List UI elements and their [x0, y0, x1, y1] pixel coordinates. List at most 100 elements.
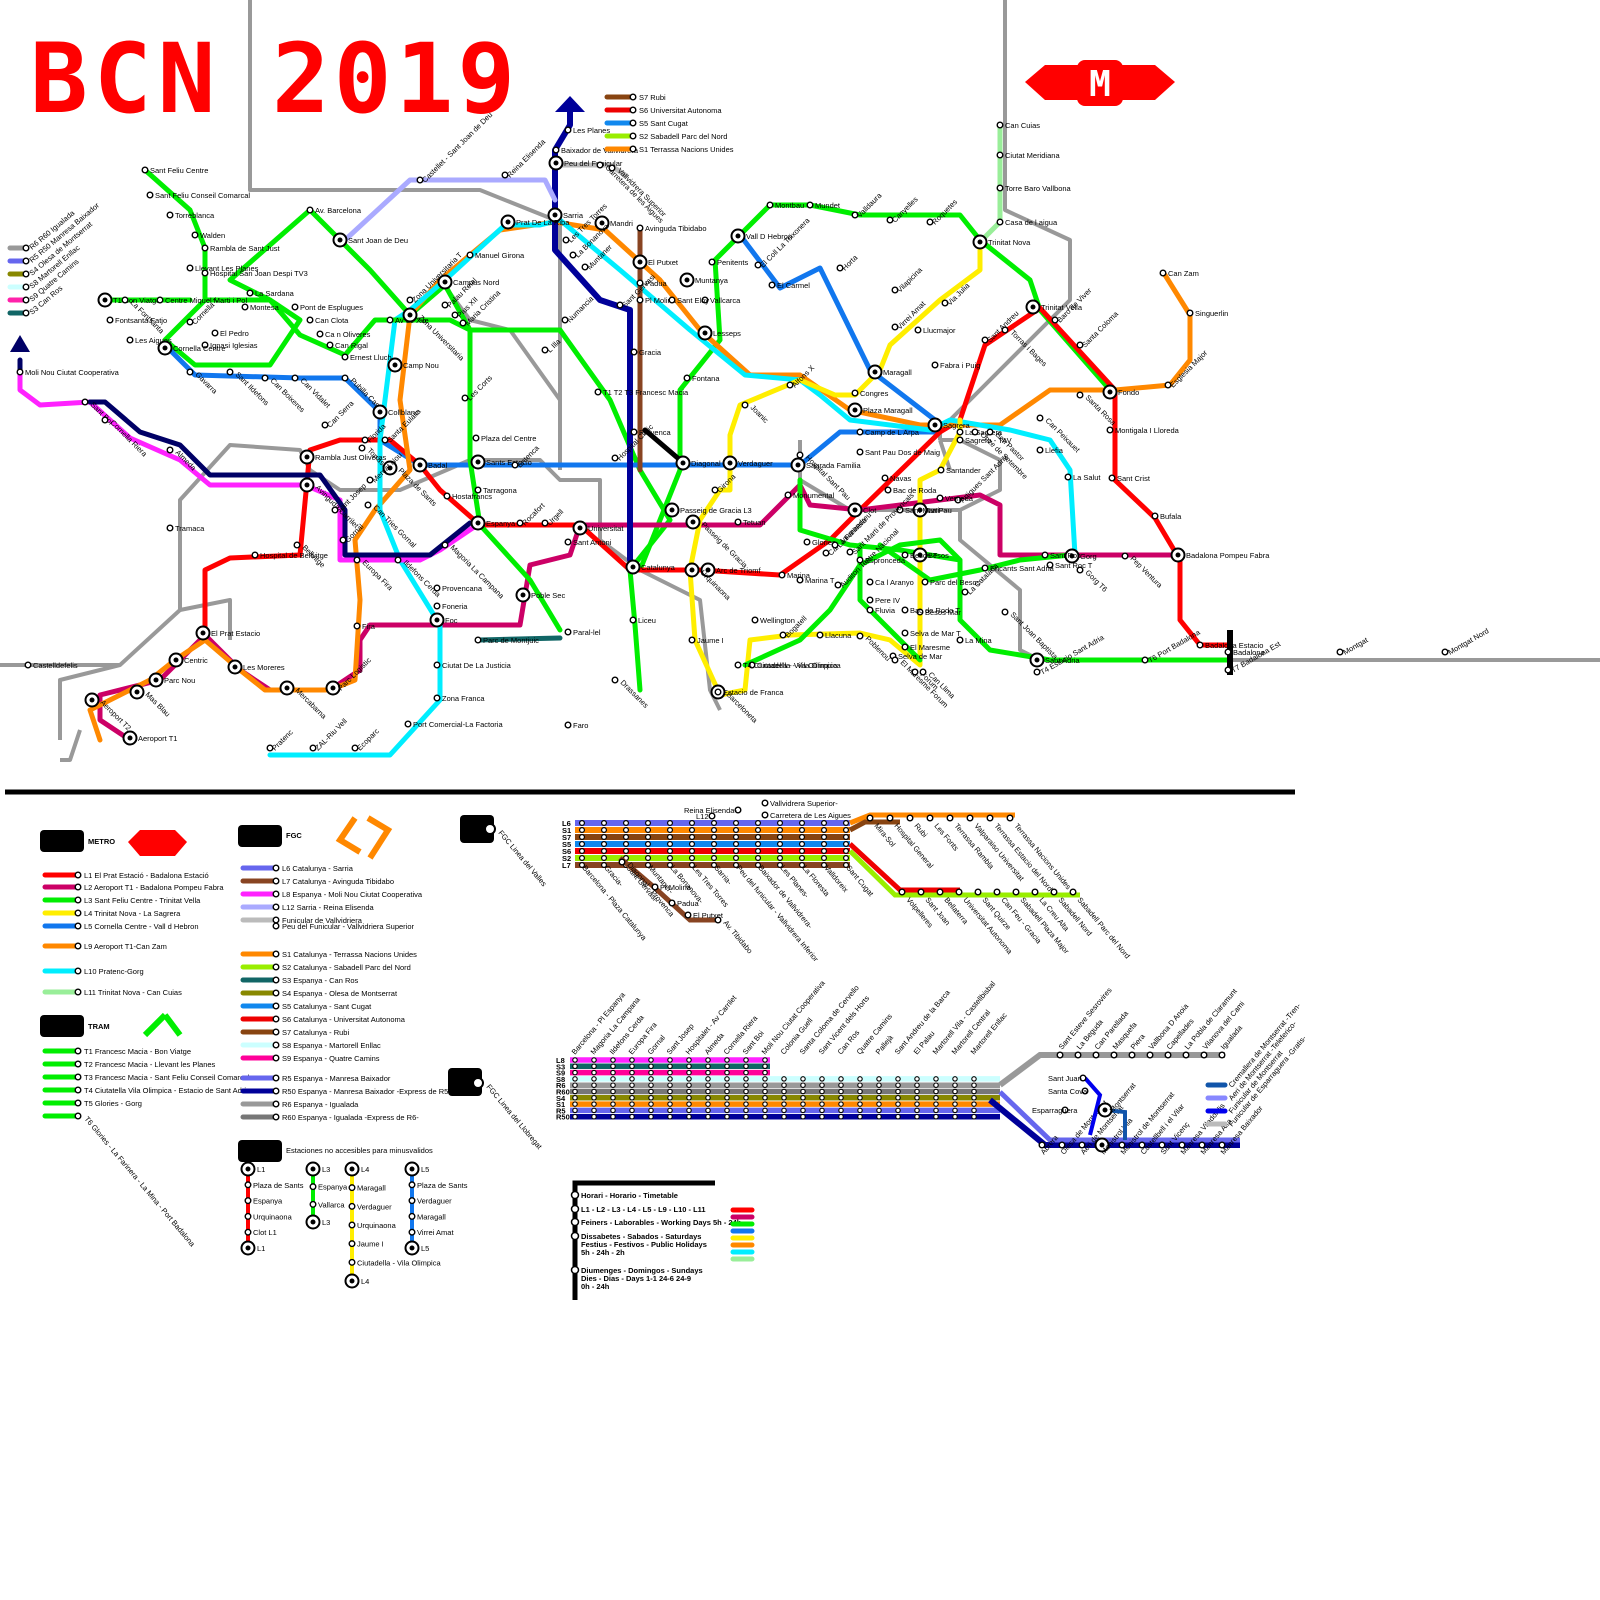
station-dot-icon[interactable]	[591, 1113, 597, 1120]
station[interactable]: Foneria	[433, 602, 468, 611]
station-dot-icon[interactable]	[331, 506, 339, 514]
station-dot-icon[interactable]	[106, 316, 114, 324]
station-dot-icon[interactable]	[686, 1101, 692, 1107]
station[interactable]: El Putxet	[632, 254, 679, 270]
station-dot-icon[interactable]	[629, 1069, 635, 1076]
station-dot-icon[interactable]	[743, 1101, 749, 1107]
station-dot-icon[interactable]	[306, 316, 314, 324]
station-dot-icon[interactable]	[644, 854, 651, 861]
station[interactable]: Estacio de Franca	[714, 688, 784, 697]
station[interactable]: Muntanya	[679, 272, 729, 288]
station-dot-icon[interactable]	[1110, 1051, 1118, 1059]
station-dot-icon[interactable]	[776, 847, 783, 854]
station-dot-icon[interactable]	[74, 922, 82, 930]
station[interactable]: Plaza del Centre	[472, 434, 536, 443]
station-dot-icon[interactable]	[914, 326, 922, 334]
station-dot-icon[interactable]	[501, 171, 509, 179]
station-dot-icon[interactable]	[81, 398, 89, 406]
station[interactable]: Parc del Besos	[921, 578, 981, 587]
station-dot-icon[interactable]	[710, 819, 717, 826]
station-dot-icon[interactable]	[842, 847, 849, 854]
station-dot-icon[interactable]	[686, 1057, 692, 1063]
station-dot-icon[interactable]	[22, 257, 30, 265]
station-dot-icon[interactable]	[936, 494, 944, 502]
station-dot-icon[interactable]	[291, 374, 299, 382]
station-dot-icon[interactable]	[901, 629, 909, 637]
station-dot-icon[interactable]	[22, 283, 30, 291]
station[interactable]: Pl Molina	[636, 296, 677, 305]
station[interactable]: Sarria	[547, 207, 584, 223]
station-dot-icon[interactable]	[743, 1107, 749, 1114]
station-dot-icon[interactable]	[74, 896, 82, 904]
station-dot-icon[interactable]	[842, 833, 849, 840]
station-dot-icon[interactable]	[781, 1095, 787, 1101]
station-dot-icon[interactable]	[629, 1113, 635, 1120]
station-dot-icon[interactable]	[921, 578, 929, 586]
station-dot-icon[interactable]	[667, 1069, 673, 1076]
station-dot-icon[interactable]	[272, 1015, 280, 1023]
station-dot-icon[interactable]	[996, 184, 1004, 192]
station-dot-icon[interactable]	[838, 1107, 844, 1114]
station-dot-icon[interactable]	[326, 341, 334, 349]
station[interactable]: Besos	[912, 547, 950, 563]
station-dot-icon[interactable]	[705, 1069, 711, 1076]
station[interactable]: Montbau	[766, 201, 804, 210]
station[interactable]: Pratenc	[266, 728, 295, 753]
station-dot-icon[interactable]	[1186, 309, 1194, 317]
station-dot-icon[interactable]	[101, 416, 109, 424]
station-dot-icon[interactable]	[926, 814, 934, 822]
station-dot-icon[interactable]	[600, 840, 607, 847]
station[interactable]: Gorg T6	[1076, 566, 1109, 594]
station-dot-icon[interactable]	[272, 890, 280, 898]
station-dot-icon[interactable]	[600, 819, 607, 826]
station[interactable]: Camp Nou	[387, 357, 439, 373]
station-dot-icon[interactable]	[622, 847, 629, 854]
station-dot-icon[interactable]	[272, 877, 280, 885]
station-dot-icon[interactable]	[1106, 426, 1114, 434]
station-dot-icon[interactable]	[705, 1101, 711, 1107]
station[interactable]: T4 Ciutadella - Vila Olimpica	[734, 661, 838, 670]
station-dot-icon[interactable]	[1046, 561, 1054, 569]
station-dot-icon[interactable]	[776, 840, 783, 847]
station-dot-icon[interactable]	[762, 1057, 768, 1063]
station[interactable]: Tramaca	[166, 524, 205, 533]
station-dot-icon[interactable]	[408, 1228, 416, 1236]
station-dot-icon[interactable]	[629, 145, 637, 153]
station-dot-icon[interactable]	[724, 1063, 730, 1070]
station[interactable]: ZAL-Riu Vell	[309, 716, 349, 752]
station[interactable]: Manuel Girona	[466, 251, 525, 260]
station-dot-icon[interactable]	[1051, 316, 1059, 324]
station-dot-icon[interactable]	[732, 826, 739, 833]
station-dot-icon[interactable]	[803, 538, 811, 546]
station-dot-icon[interactable]	[842, 826, 849, 833]
station-dot-icon[interactable]	[688, 833, 695, 840]
station-dot-icon[interactable]	[705, 1107, 711, 1114]
station-dot-icon[interactable]	[705, 1088, 711, 1095]
station-dot-icon[interactable]	[622, 819, 629, 826]
station-dot-icon[interactable]	[381, 436, 389, 444]
station-dot-icon[interactable]	[876, 1095, 882, 1101]
station[interactable]: Moli Nou Ciutat Cooperativa	[16, 368, 120, 377]
station-dot-icon[interactable]	[819, 1101, 825, 1107]
station-dot-icon[interactable]	[629, 1057, 635, 1063]
station-dot-icon[interactable]	[572, 1095, 578, 1101]
station-dot-icon[interactable]	[895, 1095, 901, 1101]
station-dot-icon[interactable]	[762, 1101, 768, 1107]
station[interactable]: Provenca	[630, 428, 672, 437]
station[interactable]: Besos T	[901, 551, 938, 560]
station-dot-icon[interactable]	[776, 861, 783, 868]
station-dot-icon[interactable]	[895, 1107, 901, 1114]
station-dot-icon[interactable]	[541, 519, 549, 527]
station-dot-icon[interactable]	[211, 329, 219, 337]
station[interactable]: Foc	[429, 612, 458, 628]
station-dot-icon[interactable]	[408, 1181, 416, 1189]
station-dot-icon[interactable]	[191, 231, 199, 239]
station-dot-icon[interactable]	[686, 1076, 692, 1082]
station-dot-icon[interactable]	[1064, 473, 1072, 481]
station-dot-icon[interactable]	[648, 1069, 654, 1076]
station-dot-icon[interactable]	[710, 833, 717, 840]
station-dot-icon[interactable]	[705, 1095, 711, 1101]
station-dot-icon[interactable]	[866, 596, 874, 604]
station[interactable]: Camp de L Arpa	[856, 428, 920, 437]
station-dot-icon[interactable]	[74, 883, 82, 891]
